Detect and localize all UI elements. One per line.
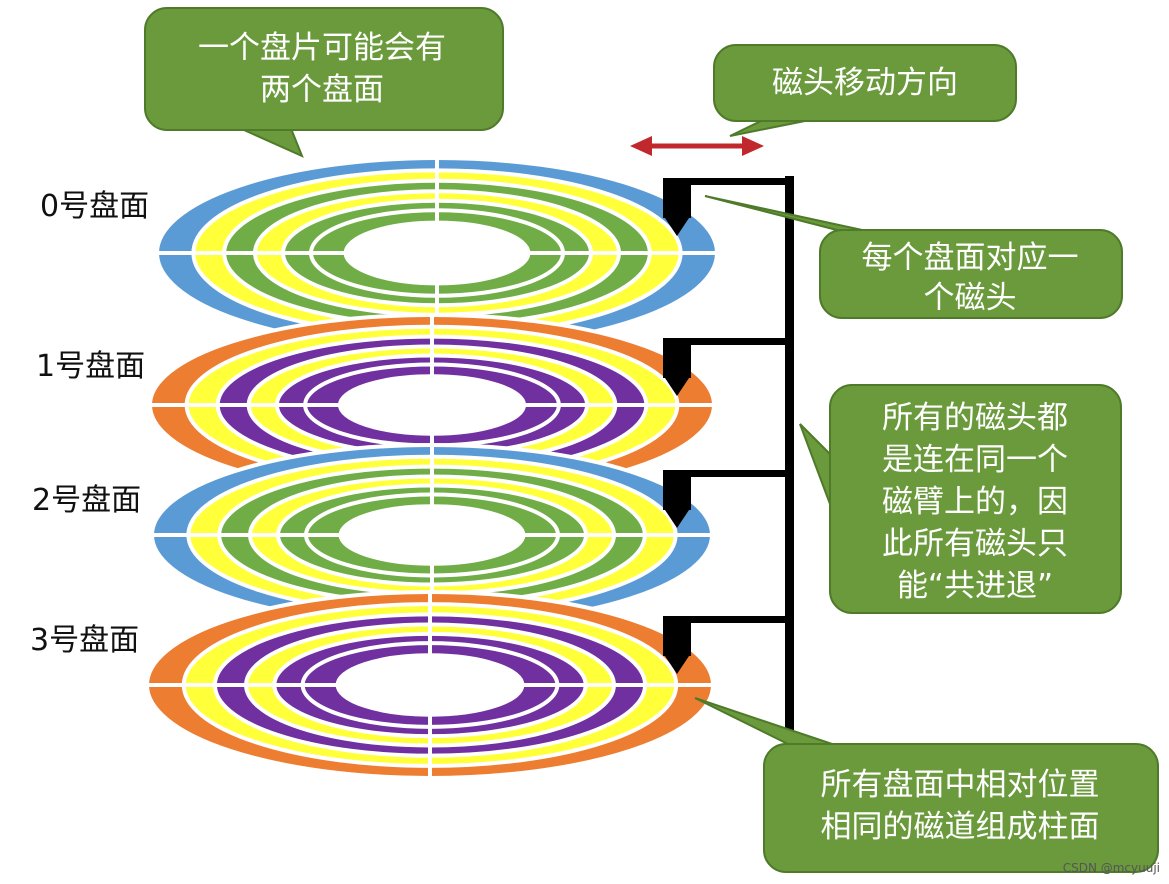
callout-head-direction: 磁头移动方向: [713, 44, 1017, 137]
platter-1-spindle-hole: [337, 374, 527, 436]
platter-stack: [145, 156, 719, 780]
surface-label-0: 0号盘面: [40, 189, 149, 224]
head-tip-2: [665, 510, 689, 528]
arm-branch-3: [688, 616, 791, 623]
callout-line: 两个盘面: [260, 72, 384, 108]
head-tip-0: [665, 218, 689, 236]
callout-line: 所有盘面中相对位置: [821, 767, 1100, 803]
callout-box-fill: [832, 387, 1119, 611]
head-tip-3: [665, 656, 689, 674]
platter-2-spindle-hole: [338, 504, 526, 566]
callout-line: 能“共进退”: [897, 568, 1053, 604]
arm-branch-2: [688, 470, 791, 477]
callout-box-fill: [716, 47, 1014, 119]
surface-label-3: 3号盘面: [30, 623, 139, 658]
callout-line: 是连在同一个: [882, 442, 1068, 478]
callout-tail: [694, 697, 851, 751]
head-arm-assembly: [663, 176, 794, 736]
callout-line: 磁臂上的，因: [882, 484, 1068, 520]
surface-label-1: 1号盘面: [36, 349, 145, 384]
callout-line: 所有的磁头都: [882, 400, 1068, 436]
actuator-arm-spine: [785, 176, 794, 736]
read-write-head-3: [663, 616, 691, 656]
arm-branch-0: [688, 178, 791, 185]
platter-3-spindle-hole: [335, 653, 525, 717]
callout-box-fill: [147, 10, 501, 128]
watermark: CSDN @mcyuuji: [1063, 861, 1160, 875]
read-write-head-0: [663, 178, 691, 218]
surface-label-2: 2号盘面: [32, 483, 141, 518]
platter-1: [148, 313, 716, 497]
callout-box-fill: [766, 746, 1156, 870]
callout-line: 个磁头: [924, 280, 1017, 316]
head-tip-1: [665, 378, 689, 396]
callout-line: 每个盘面对应一: [862, 240, 1079, 276]
arrow-head-right: [742, 136, 764, 156]
arm-branch-1: [688, 338, 791, 345]
callout-line: 此所有磁头只: [882, 526, 1068, 562]
read-write-head-2: [663, 470, 691, 510]
callout-line: 磁头移动方向: [772, 65, 958, 101]
platter-2: [150, 443, 714, 627]
surface-labels: 0号盘面 1号盘面 2号盘面 3号盘面: [30, 189, 149, 658]
read-write-head-1: [663, 338, 691, 378]
callout-box-fill: [822, 232, 1120, 316]
platter-0-spindle-hole: [343, 220, 531, 286]
callout-line: 相同的磁道组成柱面: [821, 809, 1100, 845]
callout-line: 一个盘片可能会有: [198, 30, 446, 66]
head-direction-arrow: [630, 136, 764, 156]
platter-3: [145, 590, 715, 780]
arrow-head-left: [630, 136, 652, 156]
